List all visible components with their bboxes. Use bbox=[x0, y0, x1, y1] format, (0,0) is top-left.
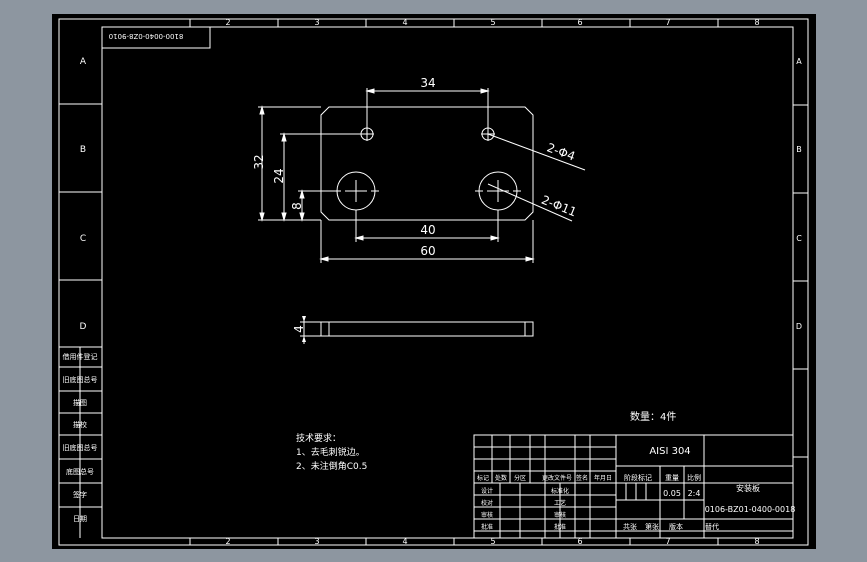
part-name: 安装板 bbox=[736, 483, 760, 493]
process-label: 工艺 bbox=[554, 499, 566, 507]
sign-label: 更改文件号 bbox=[542, 474, 572, 482]
dim-4-label: 4 bbox=[292, 325, 306, 333]
zone-letter: B bbox=[796, 145, 802, 154]
left-record-strip bbox=[59, 347, 102, 538]
drawing-frame bbox=[58, 18, 809, 546]
plate-outline bbox=[320, 106, 534, 221]
drawing-number-box bbox=[101, 26, 211, 49]
dim-8-label: 8 bbox=[290, 202, 304, 210]
zone-letters-left: A B C D bbox=[80, 57, 87, 332]
role-label: 设计 bbox=[481, 487, 493, 495]
role-label: 审核 bbox=[481, 511, 493, 519]
zone-number: 3 bbox=[314, 537, 319, 546]
dim-24 bbox=[280, 132, 362, 222]
zone-number: 8 bbox=[754, 537, 759, 546]
zone-letter: A bbox=[80, 57, 87, 67]
leader-small-holes bbox=[487, 133, 586, 171]
left-strip-label: 旧底图总号 bbox=[63, 375, 98, 384]
scale-value: 2:4 bbox=[688, 489, 701, 498]
dim-34 bbox=[365, 88, 490, 127]
dim-32-label: 32 bbox=[252, 154, 266, 169]
zone-number: 7 bbox=[665, 18, 670, 27]
zone-numbers-bottom: 2 3 4 5 6 7 8 bbox=[225, 537, 759, 546]
drawing-number: 0106-BZ01-0400-0018 bbox=[705, 505, 796, 514]
zone-number: 6 bbox=[577, 18, 582, 27]
dim-24-label: 24 bbox=[272, 168, 286, 183]
leader-large-holes bbox=[487, 183, 573, 222]
weight-label: 重量 bbox=[665, 474, 679, 482]
dim-60-label: 60 bbox=[420, 244, 435, 258]
zone-number: 4 bbox=[402, 537, 407, 546]
sign-label: 分区 bbox=[514, 474, 526, 482]
zone-number: 3 bbox=[314, 18, 319, 27]
drawing-number-rotated: 8100-0040-0Z8-9010 bbox=[109, 32, 184, 40]
zone-number: 6 bbox=[577, 537, 582, 546]
dim-8 bbox=[298, 189, 337, 222]
centerlines bbox=[333, 127, 521, 202]
quantity-note: 数量：4件 bbox=[630, 410, 676, 423]
tech-req-title: 技术要求： bbox=[296, 432, 341, 444]
title-block-text: AISI 304 阶段标记 重量 比例 0.05 2:4 安装板 0106-BZ… bbox=[477, 446, 795, 531]
process-label: 标准化 bbox=[551, 487, 569, 495]
sign-label: 处数 bbox=[495, 474, 507, 482]
drawing-sheet bbox=[52, 14, 816, 549]
sign-label: 年月日 bbox=[594, 474, 612, 482]
zone-ticks bbox=[189, 19, 808, 545]
left-strip-label: 借用件登记 bbox=[63, 352, 98, 361]
left-strip-label: 底图总号 bbox=[66, 467, 94, 476]
dim-34-label: 34 bbox=[420, 76, 435, 90]
sign-label: 标记 bbox=[477, 474, 489, 482]
zone-number: 8 bbox=[754, 18, 759, 27]
sign-label: 签名 bbox=[576, 474, 588, 482]
left-strip-label: 描图 bbox=[73, 398, 87, 407]
sheet-of-label: 第张 bbox=[645, 522, 659, 531]
dim-32 bbox=[258, 105, 321, 222]
zone-letter: A bbox=[796, 57, 802, 66]
zone-number: 2 bbox=[225, 18, 230, 27]
zone-letter: D bbox=[80, 322, 87, 332]
dim-40 bbox=[354, 210, 500, 242]
tech-req-line1: 1、去毛刺锐边。 bbox=[296, 446, 365, 458]
process-label: 批准 bbox=[554, 523, 566, 531]
zone-number: 5 bbox=[490, 537, 495, 546]
tech-req-line2: 2、未注倒角C0.5 bbox=[296, 460, 367, 472]
role-label: 批准 bbox=[481, 523, 493, 531]
zone-letter: C bbox=[80, 234, 86, 244]
left-strip-labels: 借用件登记 旧底图总号 描图 描校 旧底图总号 底图总号 签字 日期 bbox=[63, 352, 98, 523]
zone-letter: C bbox=[796, 234, 802, 243]
dim-60 bbox=[319, 220, 535, 263]
replaces-label: 替代 bbox=[705, 522, 719, 531]
zone-number: 7 bbox=[665, 537, 670, 546]
part-side-view bbox=[300, 316, 534, 344]
version-label: 版本 bbox=[669, 522, 683, 531]
scale-label: 比例 bbox=[687, 473, 701, 482]
weight-value: 0.05 bbox=[663, 489, 681, 498]
zone-letter: D bbox=[796, 322, 802, 331]
zone-number: 5 bbox=[490, 18, 495, 27]
zone-letters-right: A B C D bbox=[796, 57, 802, 331]
left-strip-label: 日期 bbox=[73, 515, 87, 523]
zone-numbers-top: 2 3 4 5 6 7 8 bbox=[225, 18, 759, 27]
left-strip-label: 描校 bbox=[73, 420, 87, 429]
left-strip-label: 旧底图总号 bbox=[63, 443, 98, 452]
process-label: 审核 bbox=[554, 511, 566, 519]
sheet-label: 共张 bbox=[623, 522, 637, 531]
title-block bbox=[473, 434, 794, 539]
zone-letter: B bbox=[80, 145, 86, 155]
dim-40-label: 40 bbox=[420, 223, 435, 237]
stage-mark-label: 阶段标记 bbox=[624, 473, 652, 482]
zone-number: 2 bbox=[225, 537, 230, 546]
left-strip-label: 签字 bbox=[73, 490, 87, 499]
material-label: AISI 304 bbox=[649, 446, 690, 457]
role-label: 校对 bbox=[481, 499, 493, 507]
zone-number: 4 bbox=[402, 18, 407, 27]
dim-4-arrows bbox=[302, 316, 306, 342]
